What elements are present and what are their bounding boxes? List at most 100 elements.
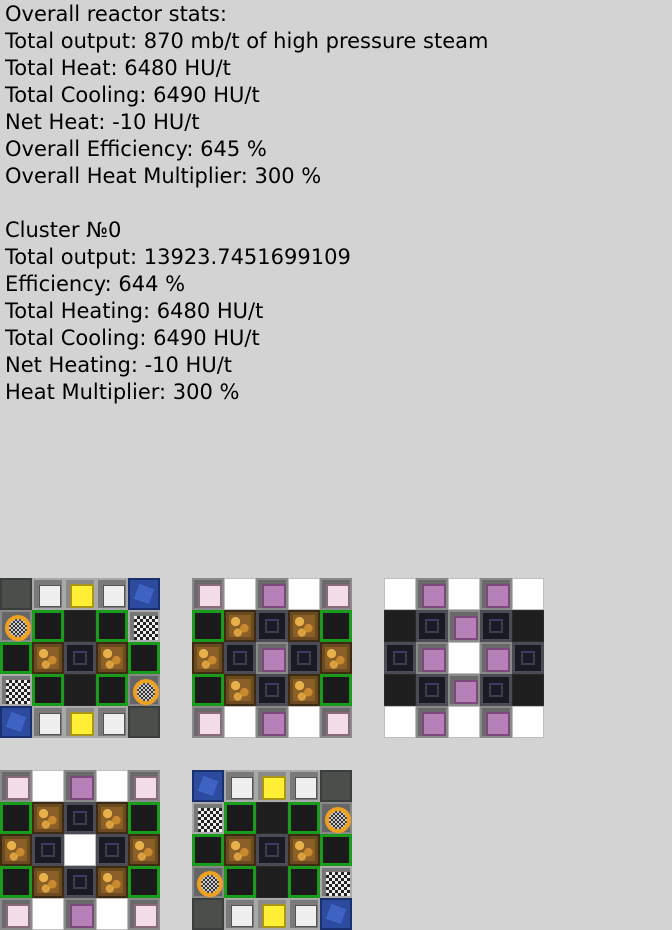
block-purple bbox=[480, 706, 512, 738]
block-purple bbox=[64, 770, 96, 802]
overall-net-heat: Net Heat: -10 HU/t bbox=[5, 110, 200, 134]
block-purple bbox=[480, 578, 512, 610]
block-casing bbox=[192, 898, 224, 930]
block-purple bbox=[416, 706, 448, 738]
block-pink bbox=[192, 578, 224, 610]
block-white bbox=[384, 706, 416, 738]
block-obsidian bbox=[256, 610, 288, 642]
block-ring bbox=[192, 866, 224, 898]
block-white bbox=[288, 578, 320, 610]
block-glow bbox=[224, 674, 256, 706]
block-quartz bbox=[288, 770, 320, 802]
block-dark bbox=[512, 674, 544, 706]
overall-efficiency: Overall Efficiency: 645 % bbox=[5, 137, 267, 161]
reactor-layer-grid bbox=[0, 578, 160, 738]
cluster-total-cooling: Total Cooling: 6490 HU/t bbox=[5, 326, 260, 350]
block-obsidian bbox=[32, 834, 64, 866]
block-quartz bbox=[32, 578, 64, 610]
block-checker bbox=[192, 802, 224, 834]
overall-total-cooling: Total Cooling: 6490 HU/t bbox=[5, 83, 260, 107]
block-dark bbox=[384, 674, 416, 706]
block-purple bbox=[256, 578, 288, 610]
block-white bbox=[32, 898, 64, 930]
block-obsidian bbox=[416, 674, 448, 706]
reactor-layer-grid bbox=[384, 578, 544, 738]
overall-heading: Overall reactor stats: bbox=[5, 2, 227, 26]
overall-heat-multiplier: Overall Heat Multiplier: 300 % bbox=[5, 164, 322, 188]
block-green bbox=[320, 610, 352, 642]
block-green bbox=[32, 610, 64, 642]
block-pink bbox=[320, 578, 352, 610]
block-pink bbox=[0, 770, 32, 802]
block-obsidian bbox=[256, 674, 288, 706]
block-green bbox=[224, 866, 256, 898]
block-green bbox=[320, 674, 352, 706]
block-obsidian bbox=[256, 834, 288, 866]
block-glow bbox=[128, 834, 160, 866]
block-white bbox=[64, 834, 96, 866]
block-pink bbox=[0, 898, 32, 930]
reactor-stats: Overall reactor stats: Total output: 870… bbox=[5, 1, 488, 406]
block-yellow bbox=[64, 578, 96, 610]
block-checker bbox=[0, 674, 32, 706]
block-white bbox=[96, 898, 128, 930]
block-green bbox=[32, 674, 64, 706]
cluster-total-heating: Total Heating: 6480 HU/t bbox=[5, 299, 264, 323]
block-glow bbox=[96, 802, 128, 834]
block-glow bbox=[224, 834, 256, 866]
block-glow bbox=[32, 642, 64, 674]
block-purple bbox=[256, 642, 288, 674]
block-green bbox=[0, 642, 32, 674]
block-dark bbox=[64, 610, 96, 642]
block-green bbox=[192, 834, 224, 866]
block-white bbox=[448, 578, 480, 610]
block-green bbox=[96, 674, 128, 706]
block-ring bbox=[320, 802, 352, 834]
block-white bbox=[384, 578, 416, 610]
reactor-layer-grid bbox=[0, 770, 160, 930]
block-green bbox=[288, 866, 320, 898]
cluster-net-heating: Net Heating: -10 HU/t bbox=[5, 353, 233, 377]
block-lapis bbox=[128, 578, 160, 610]
block-green bbox=[192, 610, 224, 642]
block-checker bbox=[320, 866, 352, 898]
block-white bbox=[288, 706, 320, 738]
cluster-efficiency: Efficiency: 644 % bbox=[5, 272, 186, 296]
block-quartz bbox=[96, 578, 128, 610]
block-purple bbox=[448, 610, 480, 642]
block-glow bbox=[192, 642, 224, 674]
block-quartz bbox=[96, 706, 128, 738]
block-pink bbox=[128, 898, 160, 930]
block-ring bbox=[128, 674, 160, 706]
cluster-heading: Cluster №0 bbox=[5, 218, 122, 242]
block-dark bbox=[512, 610, 544, 642]
block-white bbox=[32, 770, 64, 802]
block-purple bbox=[256, 706, 288, 738]
block-obsidian bbox=[288, 642, 320, 674]
block-quartz bbox=[32, 706, 64, 738]
cluster-total-output: Total output: 13923.7451699109 bbox=[5, 245, 351, 269]
block-green bbox=[0, 802, 32, 834]
reactor-layer-grid bbox=[192, 770, 352, 930]
block-white bbox=[224, 706, 256, 738]
block-green bbox=[128, 642, 160, 674]
block-green bbox=[96, 610, 128, 642]
block-glow bbox=[32, 802, 64, 834]
block-white bbox=[448, 642, 480, 674]
block-yellow bbox=[256, 770, 288, 802]
block-quartz bbox=[224, 898, 256, 930]
block-obsidian bbox=[64, 642, 96, 674]
block-dark bbox=[256, 802, 288, 834]
block-lapis bbox=[320, 898, 352, 930]
block-green bbox=[128, 802, 160, 834]
block-purple bbox=[480, 642, 512, 674]
block-obsidian bbox=[480, 610, 512, 642]
block-green bbox=[0, 866, 32, 898]
block-glow bbox=[288, 610, 320, 642]
block-green bbox=[320, 834, 352, 866]
block-yellow bbox=[256, 898, 288, 930]
block-checker bbox=[128, 610, 160, 642]
block-white bbox=[224, 578, 256, 610]
block-green bbox=[224, 802, 256, 834]
spacer bbox=[5, 190, 488, 217]
